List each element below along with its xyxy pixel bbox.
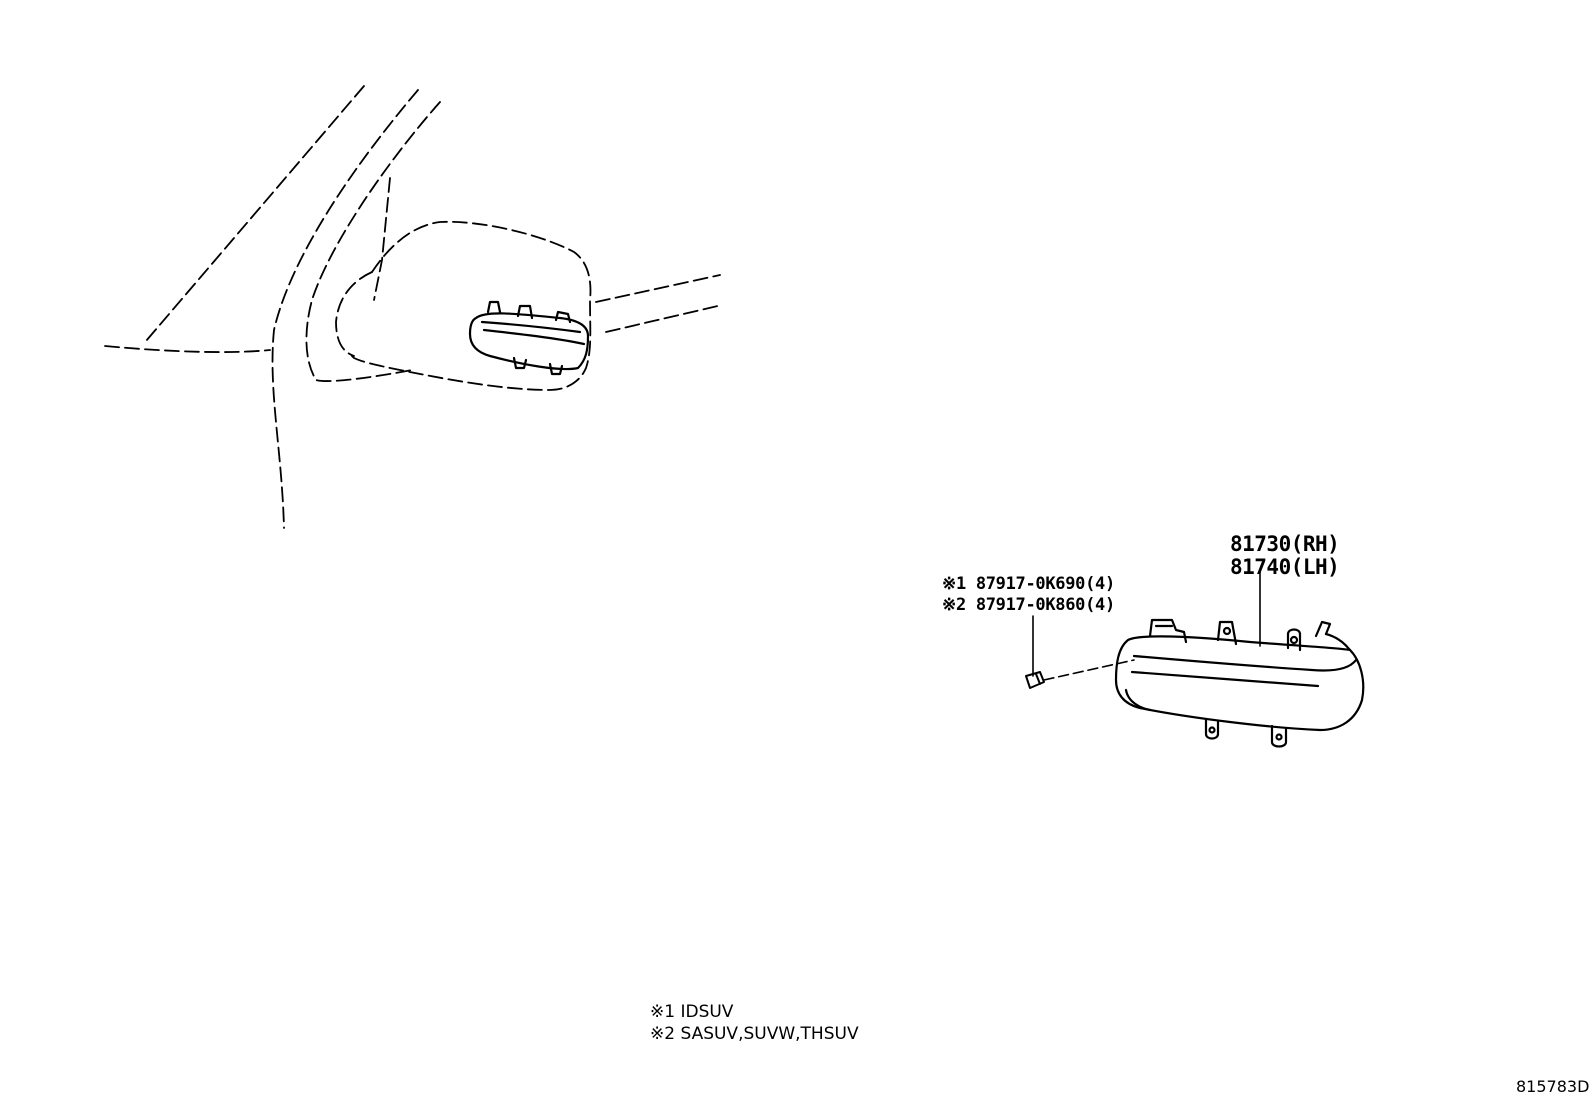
lamp-lh-part-number: 81740(LH) bbox=[1230, 555, 1340, 579]
footnote-2: ※2 SASUV,SUVW,THSUV bbox=[650, 1024, 859, 1044]
mirror-housing-outline bbox=[335, 220, 592, 391]
screw-icon bbox=[1025, 671, 1045, 689]
lamp-rh-part-number: 81730(RH) bbox=[1230, 532, 1340, 556]
mirror-signal-lamp-installed bbox=[468, 300, 590, 376]
turn-signal-lamp-assembly bbox=[1114, 618, 1365, 748]
leader-lines bbox=[1032, 571, 1261, 681]
screw-2-part-number: ※2 87917-0K860(4) bbox=[942, 595, 1115, 615]
screw-1-part-number: ※1 87917-0K690(4) bbox=[942, 574, 1115, 594]
footnote-1: ※1 IDSUV bbox=[650, 1002, 734, 1022]
figure-id: 815783D bbox=[1516, 1077, 1590, 1096]
vehicle-outline bbox=[104, 85, 723, 529]
